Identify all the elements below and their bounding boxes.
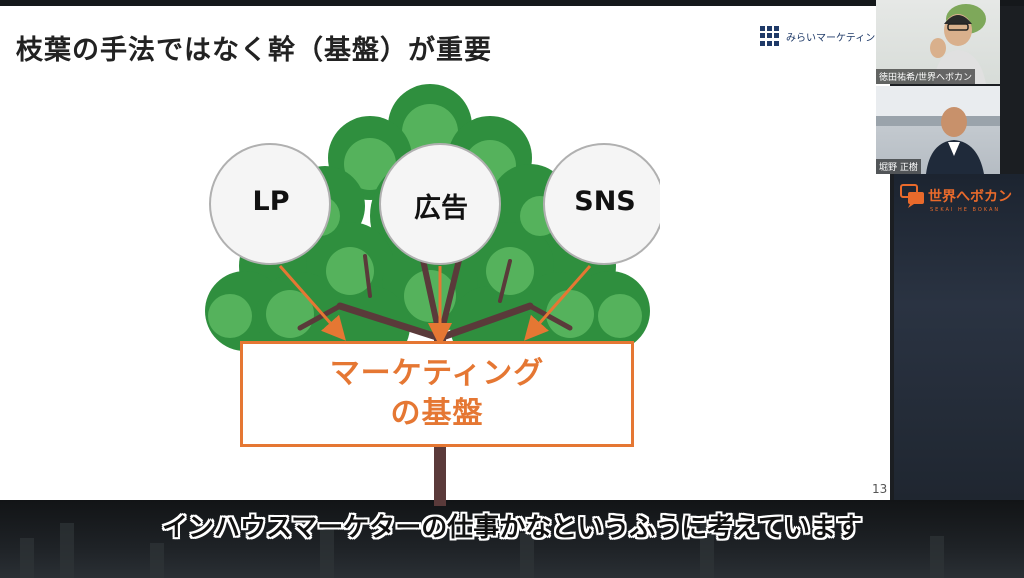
participant-video-tile[interactable]: 堀野 正樹 [876, 86, 1000, 174]
caption-subtitle: インハウスマーケターの仕事かなというふうに考えています [162, 513, 862, 543]
arrow-sns [524, 265, 592, 341]
arrow-lp [278, 265, 346, 341]
bookshelf-book [60, 523, 74, 578]
brand-logo-icon [760, 26, 780, 46]
participant-avatar [876, 86, 1000, 174]
marketing-foundation-box: マーケティング の基盤 [240, 341, 634, 447]
banner-title: 世界へボカン [928, 189, 1012, 205]
bookshelf-book [700, 520, 714, 578]
foundation-line-1: マーケティング [329, 356, 545, 391]
participant-name: 徳田祐希/世界へボカン [876, 69, 976, 84]
foundation-line-2: の基盤 [390, 396, 484, 431]
background-bookshelf [0, 500, 1024, 578]
bookshelf-book [320, 528, 334, 578]
circle-ad [379, 143, 501, 265]
bookshelf-book [930, 536, 944, 578]
participant-name: 堀野 正樹 [876, 159, 921, 174]
circle-sns [543, 143, 660, 265]
method-circles [209, 143, 660, 265]
page-number: 13 [872, 482, 888, 496]
tree-illustration [205, 84, 660, 506]
participant-video-tile[interactable]: 徳田祐希/世界へボカン [876, 0, 1000, 84]
arrows [278, 265, 592, 347]
banner-subtitle: SEKAI HE BOKAN [930, 207, 1001, 213]
channel-banner: 世界へボカン SEKAI HE BOKAN [894, 174, 1024, 500]
bookshelf-book [20, 538, 34, 578]
circle-label-ad: 広告 [414, 193, 468, 224]
brand-name: みらいマーケティング本部 [786, 32, 906, 44]
circle-label-lp: LP [252, 186, 290, 217]
bookshelf-book [150, 543, 164, 578]
bookshelf-book [520, 533, 534, 578]
speech-bubble-logo-icon [900, 184, 924, 208]
circle-label-sns: SNS [574, 186, 636, 217]
circle-lp [209, 143, 331, 265]
brand: みらいマーケティング本部 [760, 26, 905, 46]
presentation-slide: 枝葉の手法ではなく幹（基盤）が重要 みらいマーケティング本部 [0, 6, 905, 506]
top-frame-band [0, 0, 1024, 6]
slide-title: 枝葉の手法ではなく幹（基盤）が重要 [16, 35, 492, 66]
